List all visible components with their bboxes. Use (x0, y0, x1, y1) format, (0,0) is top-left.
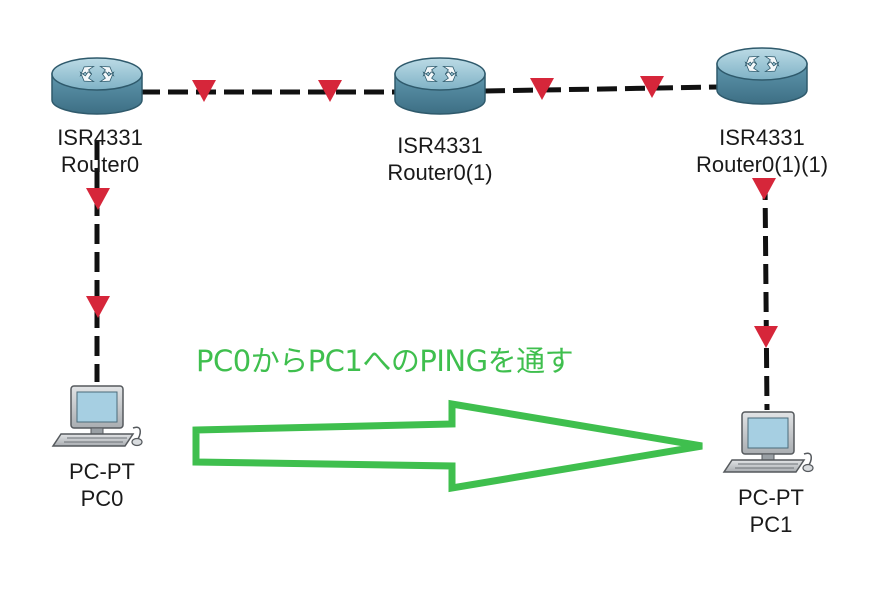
pc0-name: PC0 (80, 486, 124, 511)
router2-model: ISR4331 (719, 125, 805, 150)
triangle-down-icon (754, 326, 778, 348)
link-router2-pc1[interactable] (762, 179, 770, 411)
triangle-down-icon (86, 188, 110, 210)
triangle-down-icon (318, 80, 342, 102)
ping-annotation: PC0からPC1へのPINGを通す (196, 344, 574, 378)
pc0-model: PC-PT (69, 459, 135, 484)
router0-model: ISR4331 (57, 125, 143, 150)
pc-icon[interactable] (723, 411, 814, 473)
triangle-down-icon (86, 296, 110, 318)
triangle-down-icon (192, 80, 216, 102)
pc-icon[interactable] (52, 385, 143, 447)
triangle-down-icon (530, 78, 554, 100)
pc1-model: PC-PT (738, 485, 804, 510)
router0-label: ISR4331 Router0 (57, 124, 143, 178)
triangle-down-icon (752, 178, 776, 200)
router2-label: ISR4331 Router0(1)(1) (696, 124, 828, 178)
router-icon[interactable] (716, 47, 808, 105)
triangle-down-icon (640, 76, 664, 98)
router-icon[interactable] (51, 57, 143, 115)
link-router1-router2[interactable] (484, 84, 719, 94)
direction-arrow (192, 399, 703, 493)
router1-model: ISR4331 (397, 133, 483, 158)
router2-name: Router0(1)(1) (695, 152, 829, 177)
router1-name: Router0(1) (387, 160, 493, 185)
router0-name: Router0 (60, 152, 140, 177)
pc1-name: PC1 (749, 512, 793, 537)
pc0-label: PC-PT PC0 (69, 458, 135, 512)
pc1-label: PC-PT PC1 (738, 484, 804, 538)
router1-label: ISR4331 Router0(1) (387, 132, 492, 186)
router-icon[interactable] (394, 57, 486, 115)
